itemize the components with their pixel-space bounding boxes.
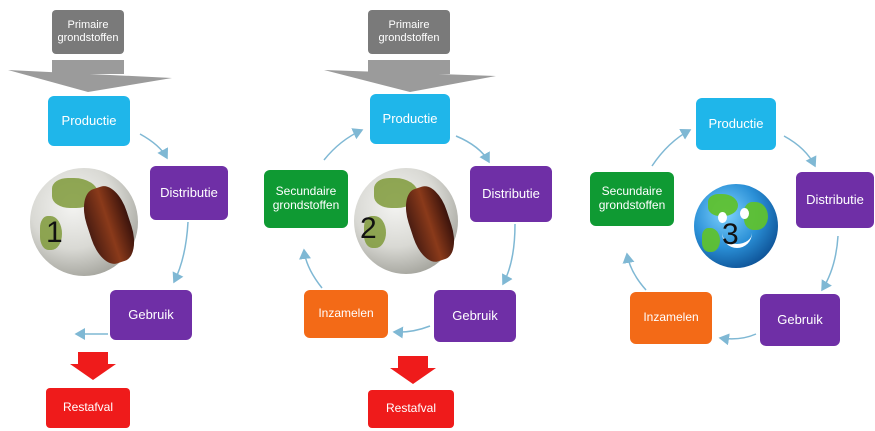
input-wedge-arrow-2 bbox=[324, 70, 496, 92]
globe-land-2b bbox=[364, 216, 386, 248]
production-box-2: Productie bbox=[370, 94, 450, 144]
globe-eye-left bbox=[718, 212, 727, 223]
input-wedge-arrow-1 bbox=[8, 70, 172, 92]
globe-land-1b bbox=[40, 216, 62, 250]
distribution-box-1: Distributie bbox=[150, 166, 228, 220]
distribution-box-2: Distributie bbox=[470, 166, 552, 222]
globe-land-3c bbox=[702, 228, 720, 252]
arrow-secondary-production-2 bbox=[323, 128, 364, 161]
arrow-collect-secondary-3 bbox=[622, 252, 647, 291]
collect-box-3: Inzamelen bbox=[630, 292, 712, 344]
stage-number-2: 2 bbox=[360, 212, 377, 245]
primary-materials-box-1: Primaire grondstoffen bbox=[52, 10, 124, 54]
arrow-distribution-use-1 bbox=[172, 221, 189, 284]
arrow-use-collect-3 bbox=[718, 333, 757, 346]
use-box-3: Gebruik bbox=[760, 294, 840, 346]
secondary-materials-box-3: Secundaire grondstoffen bbox=[590, 172, 674, 226]
globe-eye-right bbox=[740, 208, 749, 219]
input-stem-1 bbox=[52, 60, 124, 74]
cracked-globe-2 bbox=[354, 168, 461, 274]
cracked-globe-1 bbox=[30, 168, 142, 276]
secondary-materials-box-2: Secundaire grondstoffen bbox=[264, 170, 348, 228]
production-box-1: Productie bbox=[48, 96, 130, 146]
arrow-production-distribution-2 bbox=[455, 135, 490, 164]
arrow-production-distribution-1 bbox=[139, 133, 169, 160]
arrow-collect-secondary-2 bbox=[299, 248, 323, 289]
arrow-distribution-use-3 bbox=[821, 235, 839, 292]
collect-box-2: Inzamelen bbox=[304, 290, 388, 338]
arrow-use-collect-2 bbox=[392, 325, 431, 339]
stage-number-3: 3 bbox=[722, 218, 739, 251]
stage-number-1: 1 bbox=[46, 216, 63, 249]
red-down-arrow-2 bbox=[390, 356, 436, 384]
input-stem-2 bbox=[368, 60, 450, 74]
residual-waste-box-2: Restafval bbox=[368, 390, 454, 428]
globe-smile bbox=[722, 228, 752, 248]
use-box-2: Gebruik bbox=[434, 290, 516, 342]
primary-materials-box-2: Primaire grondstoffen bbox=[368, 10, 450, 54]
distribution-box-3: Distributie bbox=[796, 172, 874, 228]
arrow-distribution-use-2 bbox=[502, 223, 516, 286]
globe-land-3a bbox=[708, 194, 738, 216]
arrow-secondary-production-3 bbox=[651, 129, 692, 167]
happy-globe-3 bbox=[694, 184, 778, 268]
residual-waste-box-1: Restafval bbox=[46, 388, 130, 428]
red-down-arrow-1 bbox=[70, 352, 116, 380]
use-box-1: Gebruik bbox=[110, 290, 192, 340]
production-box-3: Productie bbox=[696, 98, 776, 150]
arrow-production-distribution-3 bbox=[783, 135, 817, 168]
